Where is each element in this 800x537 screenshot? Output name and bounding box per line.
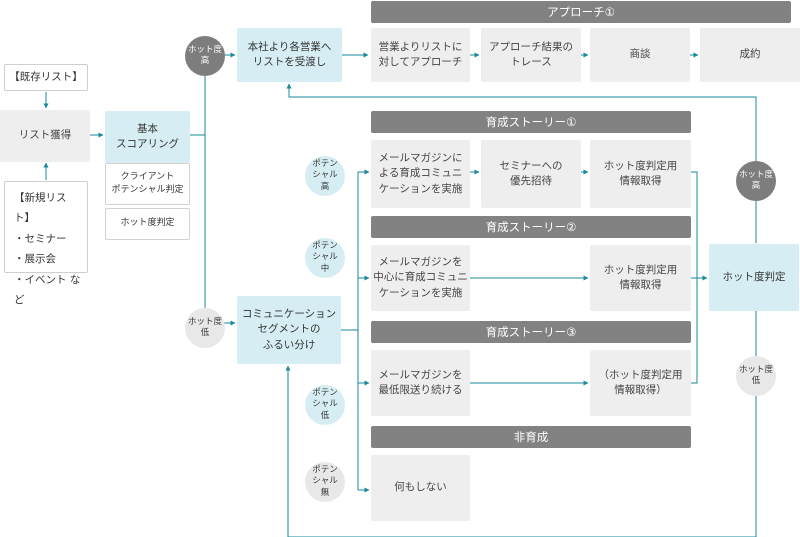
potential-mid-badge: ポテン シャル 中	[305, 238, 345, 278]
story3-mail-box: メールマガジンを 最低限送り続ける	[371, 350, 470, 416]
basic-scoring-box: 基本 スコアリング	[105, 111, 190, 163]
existing-list-box: 【既存リスト】	[4, 64, 88, 91]
right-hot-high-badge: ホット度 高	[736, 161, 776, 201]
header-no-nurture: 非育成	[371, 426, 691, 448]
story1-seminar-box: セミナーへの 優先招待	[481, 140, 581, 208]
new-list-box: 【新規リスト】 ・セミナー ・展示会 ・イベント など	[4, 181, 88, 306]
negotiation-box: 商談	[590, 28, 690, 82]
segment-box: コミュニケーション セグメントの ふるい分け	[237, 296, 341, 364]
hot-degree-low-badge: ホット度 低	[185, 308, 225, 348]
hot-judgment-main-box: ホット度判定	[709, 244, 799, 311]
line-segment-split	[341, 172, 359, 490]
line-scoring-split	[190, 55, 206, 323]
nothing-box: 何もしない	[371, 455, 470, 521]
loop-hot-low-to-segment	[285, 311, 757, 537]
trace-box: アプローチ結果の トレース	[481, 28, 581, 82]
handover-box: 本社より各営業へ リストを受渡し	[237, 28, 342, 82]
header-approach1: アプローチ①	[371, 1, 791, 23]
story3-hot-info-box: （ホット度判定用 情報取得）	[590, 350, 691, 416]
header-story1: 育成ストーリー①	[371, 111, 691, 133]
hot-judgment-sub-box: ホット度判定	[105, 208, 190, 240]
header-story2: 育成ストーリー②	[371, 216, 691, 238]
contract-box: 成約	[700, 28, 800, 82]
potential-high-badge: ポテン シャル 高	[305, 156, 345, 196]
story2-hot-info-box: ホット度判定用 情報取得	[590, 245, 691, 311]
list-acquisition-box: リスト獲得	[0, 110, 90, 162]
potential-none-badge: ポテン シャル 無	[305, 462, 345, 502]
story1-mail-box: メールマガジンに よる育成コミュニ ケーションを実施	[371, 140, 470, 208]
hot-degree-high-badge: ホット度 高	[185, 36, 225, 76]
potential-judgment-box: クライアント ポテンシャル判定	[105, 163, 190, 205]
story1-hot-info-box: ホット度判定用 情報取得	[590, 140, 691, 208]
header-story3: 育成ストーリー③	[371, 321, 691, 343]
potential-low-badge: ポテン シャル 低	[305, 385, 345, 425]
sales-approach-box: 営業よりリストに 対してアプローチ	[371, 28, 470, 82]
right-hot-low-badge: ホット度 低	[736, 356, 776, 396]
story2-mail-box: メールマガジンを 中心に育成コミュニ ケーションを実施	[371, 245, 470, 311]
